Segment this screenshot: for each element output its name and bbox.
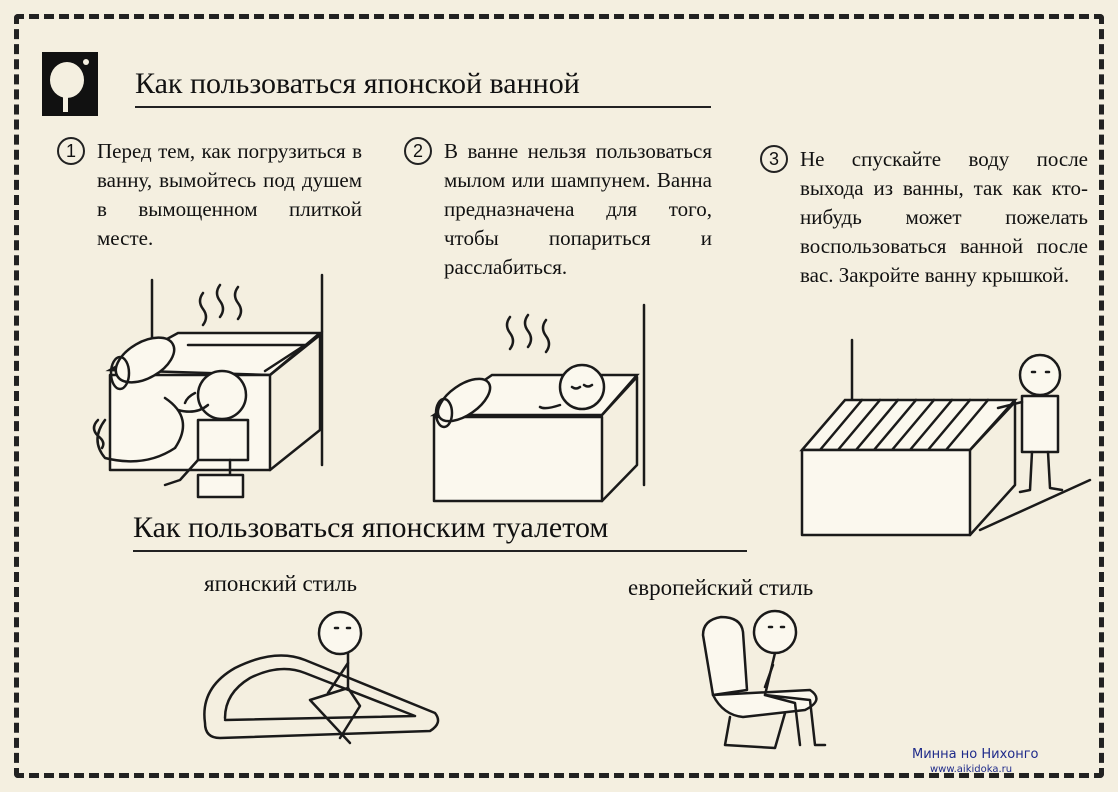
japanese-style-caption: японский стиль xyxy=(204,571,357,596)
covered-bath-illustration xyxy=(799,338,1092,537)
soaking-illustration xyxy=(429,303,646,503)
step-text: Не спускайте воду после выхода из ванны,… xyxy=(800,147,1088,287)
page-border xyxy=(14,14,1104,778)
credit-name: Минна но Нихонго xyxy=(912,747,1039,762)
european-style-caption: европейский стиль xyxy=(628,575,814,600)
japanese-toilet-illustration xyxy=(203,610,440,745)
credit-url: www.aikidoka.ru xyxy=(930,764,1013,775)
toilet-section-title: Как пользоваться японским туалетом xyxy=(133,510,747,552)
step-number: 3 xyxy=(760,145,788,173)
tree-logo-icon xyxy=(42,52,98,116)
washing-illustration xyxy=(92,273,324,499)
bath-section-title: Как пользоваться японской ванной xyxy=(135,66,711,108)
step-number: 2 xyxy=(404,137,432,165)
step-text: В ванне нельзя пользоваться мылом или ша… xyxy=(444,139,712,279)
step-text: Перед тем, как погрузиться в ванну, вымо… xyxy=(97,139,362,250)
european-toilet-illustration xyxy=(701,609,827,750)
step-number: 1 xyxy=(57,137,85,165)
